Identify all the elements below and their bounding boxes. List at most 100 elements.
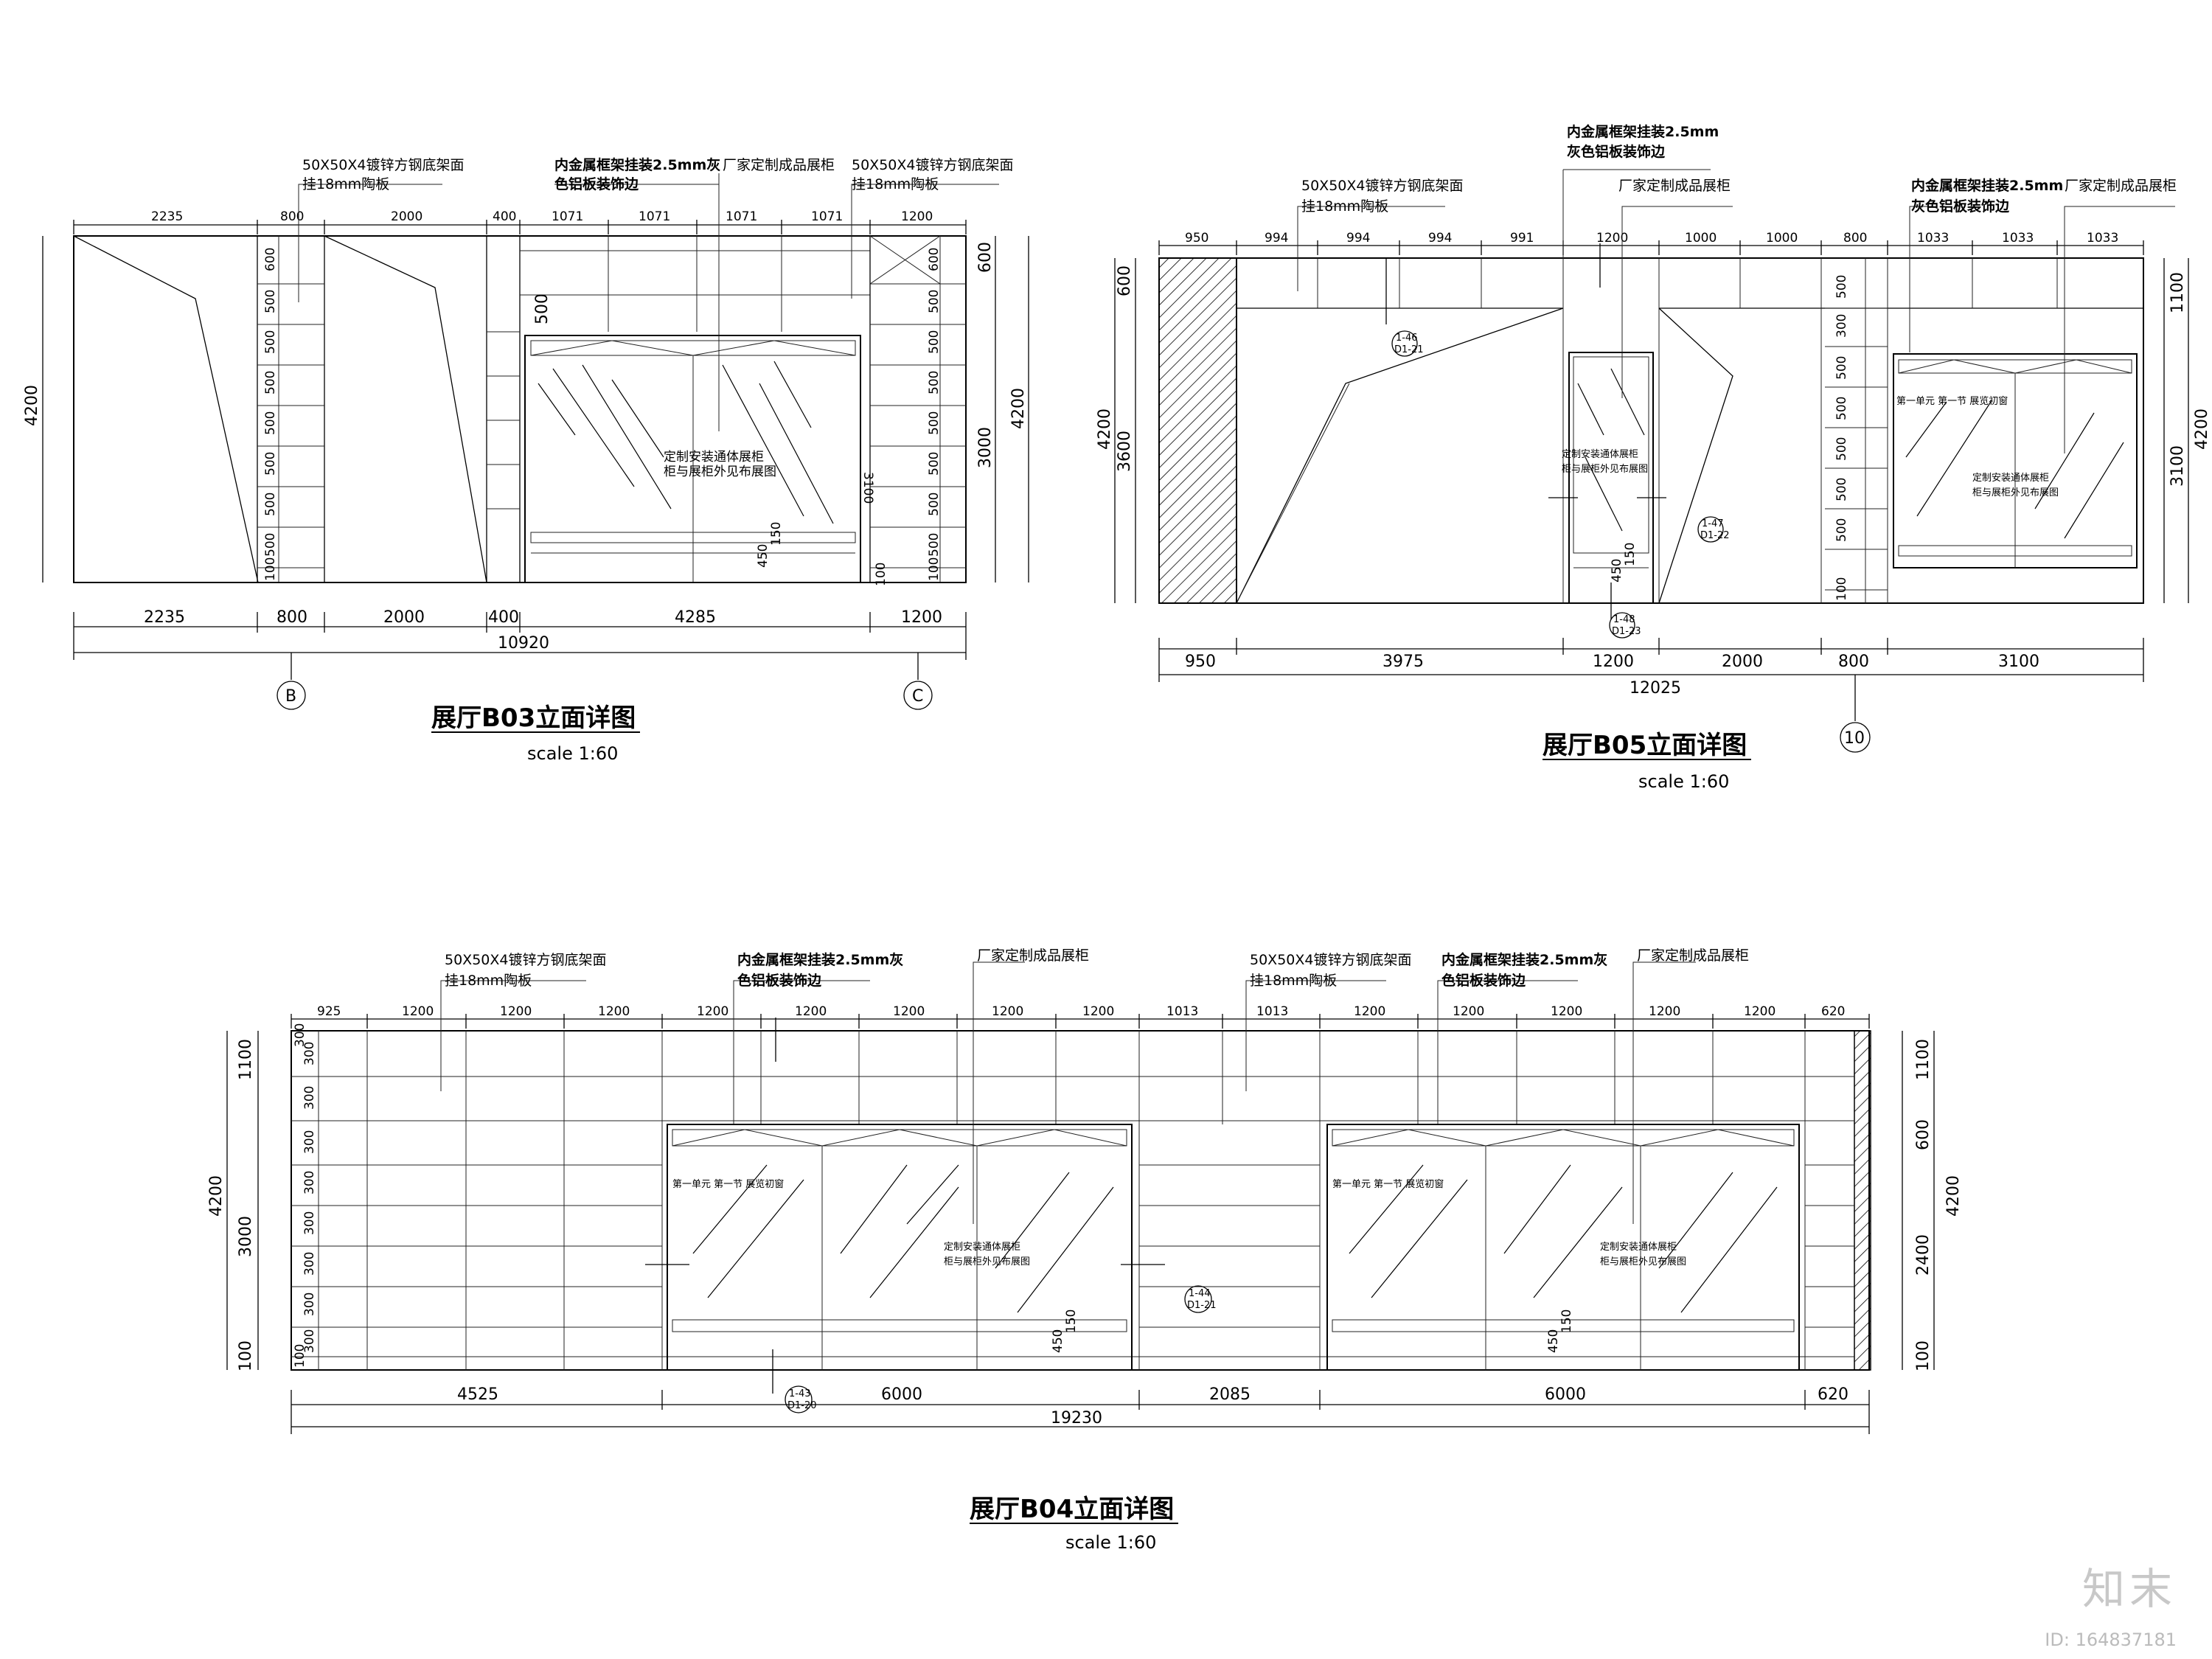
b05-left-dim: 4200 bbox=[1096, 408, 1114, 450]
b05-note-frameb: 挂18mm陶板 bbox=[1301, 198, 1388, 215]
b04-note-metalb: 色铝板装饰边 bbox=[737, 972, 822, 989]
b05-glass-note-2: 柜与展柜外见布展图 bbox=[1562, 464, 1648, 475]
b05-left-dim: 600 bbox=[1116, 265, 1134, 296]
b05-tag: D1-23 bbox=[1612, 626, 1641, 637]
b03-bottom-dim: 2000 bbox=[383, 608, 425, 627]
b03-top-dim: 2000 bbox=[391, 209, 422, 224]
b05-tag: D1-21 bbox=[1394, 344, 1424, 355]
b03-panel-dim: 500 bbox=[263, 452, 278, 476]
b04-top-dim: 1200 bbox=[893, 1004, 925, 1019]
b04-note-frameb: 挂18mm陶板 bbox=[445, 973, 532, 989]
b05-top-dim: 800 bbox=[1843, 231, 1867, 246]
b04-glass-note-2: 柜与展柜外见布展图 bbox=[1600, 1256, 1686, 1267]
b05-scale: scale 1:60 bbox=[1638, 771, 1729, 792]
b05-panel-dim: 300 bbox=[1834, 314, 1849, 338]
b03-bottom-dim: 2235 bbox=[144, 608, 185, 627]
b05-title: 展厅B05立面详图 bbox=[1543, 731, 1747, 760]
b05-note-metalb: 灰色铝板装饰边 bbox=[1567, 143, 1666, 160]
b04-top-dim: 1200 bbox=[598, 1004, 630, 1019]
b04-title: 展厅B04立面详图 bbox=[970, 1495, 1174, 1524]
b03-right-dim: 3000 bbox=[976, 427, 995, 468]
b04-top-dim: 620 bbox=[1821, 1004, 1845, 1019]
b05-glass-note-1: 定制安装通体展柜 bbox=[1972, 473, 2049, 484]
b05-glass-note-2: 柜与展柜外见布展图 bbox=[1972, 487, 2059, 498]
b04-top-dim: 1200 bbox=[1744, 1004, 1775, 1019]
b05-top-dim: 1000 bbox=[1685, 231, 1717, 246]
b03-note-cabinet: 厂家定制成品展柜 bbox=[723, 157, 835, 173]
b04-panel-dim: 300 bbox=[302, 1171, 317, 1194]
b03-panel-dim: 500 bbox=[263, 330, 278, 354]
b03-inner-dim: 450 bbox=[756, 544, 771, 568]
b04-panel-dim: 300 bbox=[302, 1329, 317, 1353]
b05-top-dim: 1033 bbox=[1917, 231, 1949, 246]
b05-note-frame: 50X50X4镀锌方钢底架面 bbox=[1301, 178, 1463, 194]
b04-top-dim: 1200 bbox=[795, 1004, 827, 1019]
b04-inner-dim: 150 bbox=[1559, 1310, 1574, 1333]
b04-glass-note-2: 柜与展柜外见布展图 bbox=[944, 1256, 1030, 1267]
b05-panel-dim: 500 bbox=[1834, 275, 1849, 299]
b04-panel-dim: 100 bbox=[293, 1344, 307, 1368]
b04-left-dim: 100 bbox=[237, 1340, 255, 1371]
b05-top-dim: 1033 bbox=[2087, 231, 2118, 246]
b05-right-dim: 3100 bbox=[2168, 445, 2187, 487]
b05-note-metal2b: 灰色铝板装饰边 bbox=[1911, 198, 2010, 215]
b04-right-dim: 4200 bbox=[1944, 1175, 1963, 1217]
b04-note-cabinet2: 厂家定制成品展柜 bbox=[1637, 947, 1749, 964]
b05-panel-dim: 500 bbox=[1834, 356, 1849, 380]
b04-right-dim: 1100 bbox=[1914, 1039, 1933, 1080]
b04-note-frame: 50X50X4镀锌方钢底架面 bbox=[445, 952, 606, 968]
b03-panel-dim: 500 bbox=[263, 371, 278, 394]
b03-bottom-dim: 4285 bbox=[675, 608, 716, 627]
b04-top-dim: 925 bbox=[317, 1004, 341, 1019]
b04-glass-note-1: 定制安装通体展柜 bbox=[1600, 1242, 1677, 1253]
b05-top-dim: 991 bbox=[1510, 231, 1534, 246]
b05-panel-dim: 500 bbox=[1834, 478, 1849, 501]
b03-panel-dim: 500 bbox=[927, 452, 942, 476]
b05-tag: 1-46 bbox=[1396, 333, 1418, 344]
b04-bottom-dim: 6000 bbox=[881, 1385, 922, 1404]
b03-panel-dim: 600 bbox=[927, 248, 942, 271]
b04-panel-dim: 300 bbox=[302, 1252, 317, 1276]
b04-top-dim: 1200 bbox=[1649, 1004, 1680, 1019]
b04-right-dim: 600 bbox=[1914, 1119, 1933, 1150]
b05-top-dim: 950 bbox=[1185, 231, 1208, 246]
b03-right-dim: 4200 bbox=[1009, 388, 1028, 429]
b03-elevation: 定制安装通体展柜 柜与展柜外见布展图 600 500 500 500 500 5… bbox=[23, 156, 1029, 764]
b04-caption: 第一单元 第一节 展览初窗 bbox=[672, 1178, 784, 1190]
b03-bottom-dim: 400 bbox=[488, 608, 519, 627]
b05-note-metal: 内金属框架挂装2.5mm bbox=[1567, 123, 1719, 140]
b03-panel-dim: 500 bbox=[263, 411, 278, 435]
b05-note-cabinet2: 厂家定制成品展柜 bbox=[2065, 178, 2177, 194]
b03-glass-note-2: 柜与展柜外见布展图 bbox=[664, 465, 776, 479]
b04-panel-dim: 300 bbox=[302, 1293, 317, 1316]
b03-inner-dim: 100 bbox=[874, 563, 888, 586]
b03-scale: scale 1:60 bbox=[527, 743, 618, 764]
b03-panel-dim: 100 bbox=[927, 557, 942, 581]
b03-panel-dim: 100 bbox=[263, 557, 278, 581]
b05-top-dim: 1000 bbox=[1766, 231, 1798, 246]
b05-panel-dim: 100 bbox=[1834, 577, 1849, 601]
b04-bottom-dim: 6000 bbox=[1545, 1385, 1586, 1404]
b04-bottom-dim: 4525 bbox=[457, 1385, 498, 1404]
b03-top-dim: 400 bbox=[493, 209, 516, 224]
b03-panel-dim: 500 bbox=[927, 533, 942, 557]
b03-top-dim: 1071 bbox=[811, 209, 843, 224]
b03-top-dim: 2235 bbox=[151, 209, 183, 224]
b05-tag: D1-22 bbox=[1700, 530, 1730, 541]
b04-note-cabinet: 厂家定制成品展柜 bbox=[977, 947, 1089, 964]
b03-top-dim: 800 bbox=[280, 209, 304, 224]
b03-axis-b: B bbox=[285, 687, 296, 706]
b04-left-dim: 3000 bbox=[237, 1216, 255, 1257]
b03-panel-dim: 500 bbox=[263, 290, 278, 313]
b04-right-dim: 2400 bbox=[1914, 1234, 1933, 1276]
b04-top-dim: 1013 bbox=[1166, 1004, 1198, 1019]
b05-bottom-dim: 1200 bbox=[1593, 653, 1634, 671]
b05-tag: 1-48 bbox=[1613, 614, 1635, 625]
b05-note-cabinet: 厂家定制成品展柜 bbox=[1618, 178, 1731, 194]
b04-tag: D1-21 bbox=[1187, 1300, 1217, 1311]
b05-bottom-dim: 950 bbox=[1185, 653, 1216, 671]
b05-bottom-dim: 3100 bbox=[1998, 653, 2039, 671]
b05-tag: 1-47 bbox=[1702, 518, 1724, 529]
b05-top-dim: 1033 bbox=[2002, 231, 2034, 246]
b04-top-dim: 1200 bbox=[402, 1004, 434, 1019]
